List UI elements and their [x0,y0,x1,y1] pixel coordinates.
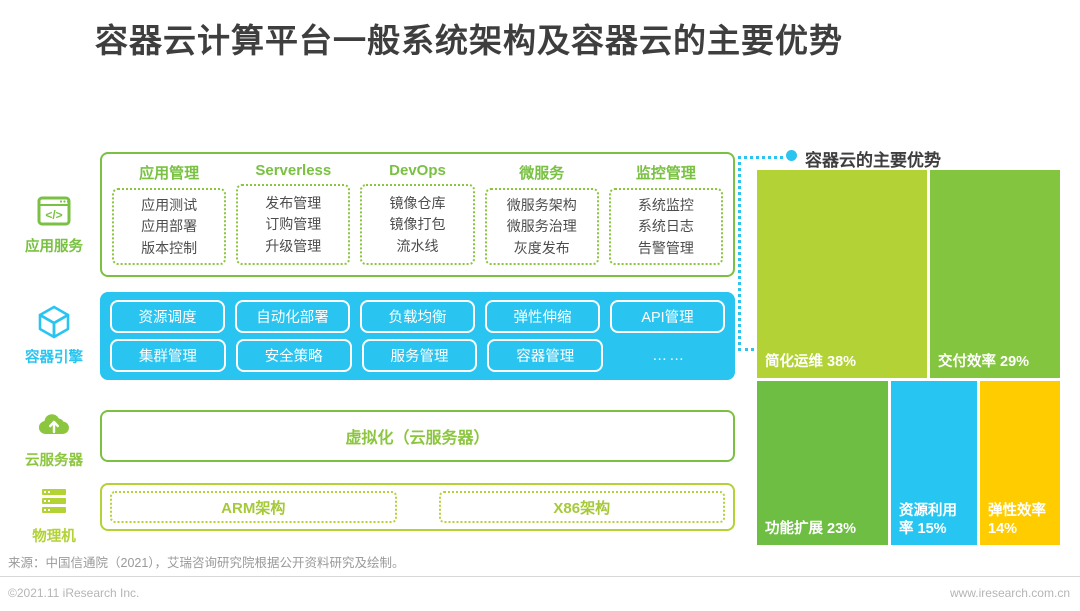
app-column: DevOps 镜像仓库 镜像打包 流水线 [360,162,475,265]
page-title: 容器云计算平台一般系统架构及容器云的主要优势 [95,22,843,59]
app-column-head: 微服务 [519,165,565,182]
treemap-cell-label: 交付效率 29% [938,353,1030,370]
engine-cell[interactable]: 安全策略 [235,339,352,372]
connector-line-vertical [738,156,741,351]
server-rack-icon [14,482,94,520]
app-item: 系统监控 [637,197,694,214]
engine-cell[interactable]: 负载均衡 [360,300,475,333]
app-column-head: 应用管理 [139,165,200,182]
svg-text:</>: </> [45,208,62,222]
connector-dot-icon [786,150,797,161]
app-item: 灰度发布 [513,239,570,256]
application-service-row: 应用管理 应用测试 应用部署 版本控制 Serverless 发布管理 订购管理… [100,152,735,277]
treemap-cell-function-expansion[interactable]: 功能扩展 23% [757,381,888,545]
app-item: 流水线 [396,237,439,254]
app-column: 微服务 微服务架构 微服务治理 灰度发布 [484,162,599,265]
treemap-cell-label: 资源利用率 15% [899,502,957,537]
physical-cell-x86: X86架构 [438,491,725,523]
treemap-cell-resource-utilization[interactable]: 资源利用率 15% [891,381,977,545]
treemap-cell-label: 简化运维 38% [765,353,857,370]
website-link[interactable]: www.iresearch.com.cn [949,586,1070,600]
treemap-cell-label: 功能扩展 23% [765,520,857,537]
app-item: 微服务架构 [506,197,577,214]
sidebar-item-physical-machine[interactable]: 物理机 [14,482,94,546]
physical-machine-row: ARM架构 X86架构 [100,483,735,531]
engine-cell[interactable]: 资源调度 [110,300,225,333]
app-column-box: 应用测试 应用部署 版本控制 [112,188,227,265]
app-column-box: 发布管理 订购管理 升级管理 [236,184,351,265]
sidebar-label: 容器引擎 [25,350,83,366]
advantages-treemap: 简化运维 38% 交付效率 29% 功能扩展 23% 资源利用率 15% 弹性效… [757,170,1060,545]
app-column: Serverless 发布管理 订购管理 升级管理 [236,162,351,265]
sidebar-label: 应用服务 [25,239,83,255]
connector-line-top [738,156,783,159]
app-item: 订购管理 [265,216,322,233]
app-item: 发布管理 [265,195,322,212]
app-column-head: 监控管理 [635,165,696,182]
sidebar-label: 物理机 [32,529,76,545]
app-item: 升级管理 [265,237,322,254]
footer-divider [0,576,1080,577]
engine-cell[interactable]: 自动化部署 [235,300,350,333]
app-column-box: 微服务架构 微服务治理 灰度发布 [484,188,599,265]
app-item: 微服务治理 [506,218,577,235]
engine-cell[interactable]: 弹性伸缩 [485,300,600,333]
cloud-upload-icon [14,406,94,444]
app-item: 应用测试 [141,197,198,214]
sidebar-item-application-service[interactable]: </> 应用服务 [14,192,94,256]
cloud-server-label: 虚拟化（云服务器） [345,430,490,447]
app-item: 应用部署 [141,218,198,235]
treemap-cell-simplified-ops[interactable]: 简化运维 38% [757,170,927,378]
treemap-title: 容器云的主要优势 [805,151,941,170]
engine-cell[interactable]: 服务管理 [361,339,478,372]
app-item: 镜像仓库 [389,195,446,212]
app-column: 监控管理 系统监控 系统日志 告警管理 [608,162,724,265]
app-item: 告警管理 [637,239,694,256]
engine-cell[interactable]: 集群管理 [110,339,226,372]
app-column: 应用管理 应用测试 应用部署 版本控制 [112,162,227,265]
container-engine-line-1: 资源调度 自动化部署 负载均衡 弹性伸缩 API管理 [110,300,725,333]
app-column-box: 系统监控 系统日志 告警管理 [608,188,724,265]
app-item: 系统日志 [637,218,694,235]
engine-cell-ellipsis: …… [652,347,687,364]
treemap-cell-label: 弹性效率 14% [988,502,1046,537]
app-item: 版本控制 [141,239,198,256]
engine-cell[interactable]: 容器管理 [487,339,604,372]
app-column-head: Serverless [255,162,332,179]
app-column-box: 镜像仓库 镜像打包 流水线 [360,184,475,265]
treemap-cell-delivery-efficiency[interactable]: 交付效率 29% [930,170,1060,378]
app-column-head: DevOps [389,162,446,179]
container-engine-row: 资源调度 自动化部署 负载均衡 弹性伸缩 API管理 集群管理 安全策略 服务管… [100,292,735,380]
physical-cell-arm: ARM架构 [110,491,397,523]
engine-cell[interactable]: API管理 [610,300,725,333]
cloud-server-row: 虚拟化（云服务器） [100,410,735,462]
source-note: 来源：中国信通院（2021），艾瑞咨询研究院根据公开资料研究及绘制。 [8,556,405,570]
sidebar-item-cloud-server[interactable]: 云服务器 [14,406,94,470]
treemap-cell-elastic-efficiency[interactable]: 弹性效率 14% [980,381,1060,545]
sidebar-label: 云服务器 [25,453,83,469]
app-item: 镜像打包 [389,216,446,233]
copyright-text: ©2021.11 iResearch Inc. [8,586,140,600]
code-window-icon: </> [14,192,94,230]
cube-icon [14,303,94,341]
sidebar-item-container-engine[interactable]: 容器引擎 [14,303,94,367]
container-engine-line-2: 集群管理 安全策略 服务管理 容器管理 …… [110,339,725,372]
